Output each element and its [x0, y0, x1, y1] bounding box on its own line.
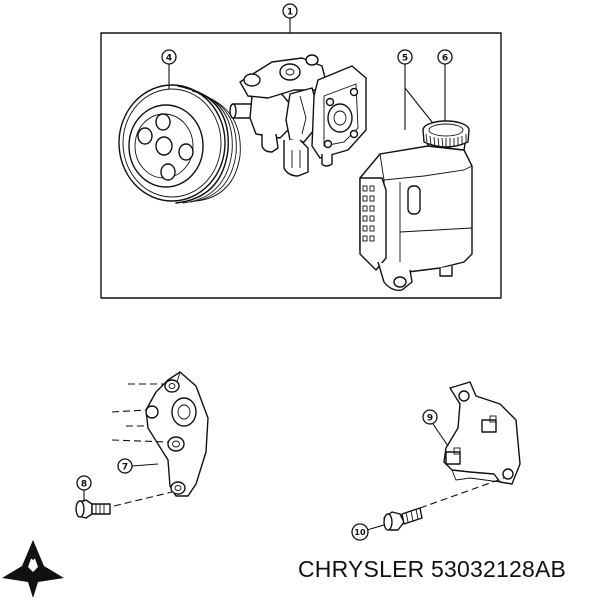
callout-9: 9: [422, 409, 449, 447]
brand-name: CHRYSLER: [298, 556, 425, 582]
pump-body: [229, 54, 367, 177]
part-number: 53032128AB: [431, 556, 567, 582]
callout-4-label: 4: [166, 54, 172, 64]
callout-1: 1: [282, 3, 298, 33]
callout-5-label: 5: [402, 54, 408, 64]
callout-8: 8: [76, 475, 92, 502]
callout-1-label: 1: [287, 8, 293, 18]
callout-6: 6: [437, 49, 453, 121]
bolt-8: [75, 499, 111, 519]
assembly-frame: [100, 32, 502, 299]
reservoir-cap: [422, 120, 470, 149]
pulley: [118, 84, 241, 204]
callout-10: 10: [351, 523, 385, 541]
support-bracket: [419, 381, 521, 509]
callout-8-label: 8: [81, 480, 87, 490]
callout-9-label: 9: [427, 414, 433, 424]
callout-6-label: 6: [442, 54, 448, 64]
callout-10-label: 10: [354, 528, 366, 537]
brand-label: CHRYSLER 53032128AB: [298, 556, 566, 583]
reservoir: [359, 133, 473, 292]
callout-7-label: 7: [122, 463, 128, 473]
pentastar-logo-icon: [2, 540, 64, 598]
callout-7: 7: [117, 458, 159, 474]
bolt-10: [383, 507, 423, 531]
callout-5: 5: [397, 49, 433, 130]
mounting-bracket: [111, 371, 209, 507]
callout-4: 4: [161, 49, 177, 89]
